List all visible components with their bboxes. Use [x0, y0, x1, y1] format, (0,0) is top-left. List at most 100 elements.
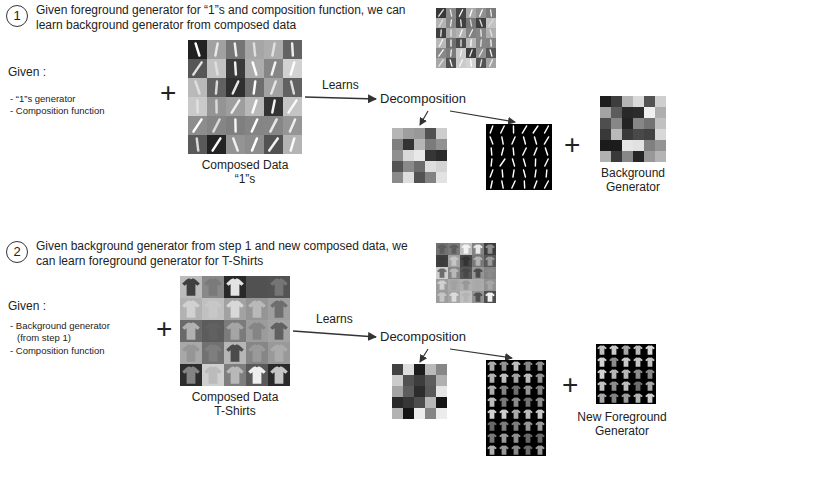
shirt-shape: [226, 344, 244, 362]
digit-stroke: [439, 10, 444, 16]
image-cell: [414, 150, 425, 161]
digit-stroke: [235, 43, 236, 55]
digit-stroke: [479, 50, 483, 56]
digit-stroke: [490, 60, 493, 66]
image-cell: [622, 118, 633, 129]
digit-stroke: [502, 137, 503, 144]
digit-stroke: [233, 138, 237, 150]
shirt-shape: [621, 381, 631, 391]
split-arrow: [450, 111, 515, 122]
digit-stroke: [252, 100, 256, 112]
image-cell: [600, 140, 611, 151]
shirt-shape: [621, 357, 631, 367]
shirt-shape: [597, 381, 607, 391]
digit-stroke: [545, 170, 547, 177]
image-cell: [466, 8, 476, 18]
shirt-shape: [499, 397, 509, 407]
digit-stroke: [232, 100, 240, 112]
image-cell: [264, 59, 283, 78]
shirt-shape: [461, 292, 471, 302]
shirt-shape: [499, 361, 509, 371]
shirt-shape: [449, 280, 459, 290]
image-cell: [534, 384, 546, 396]
shirt-shape: [487, 445, 497, 455]
image-cell: [622, 140, 633, 151]
shirt-shape: [645, 345, 655, 355]
image-cell: [600, 151, 611, 162]
image-cell: [414, 139, 425, 150]
shirt-shape: [449, 268, 459, 278]
image-cell: [207, 135, 226, 154]
image-cell: [644, 118, 655, 129]
image-cell: [446, 18, 456, 28]
shirt-shape: [226, 278, 244, 296]
image-cell: [425, 139, 436, 150]
image-cell: [655, 140, 666, 151]
image-cell: [633, 118, 644, 129]
image-cell: [436, 243, 448, 255]
shirt-shape: [204, 322, 222, 340]
shirt-shape: [437, 244, 447, 254]
image-cell: [608, 368, 620, 380]
digit-stroke: [439, 60, 443, 66]
digit-stroke: [545, 126, 549, 133]
shirt-shape: [499, 445, 509, 455]
image-cell: [425, 172, 436, 183]
digit-stroke: [450, 10, 451, 16]
digit-stroke: [535, 159, 537, 166]
shirt-shape: [645, 381, 655, 391]
shirt-shape: [597, 369, 607, 379]
image-cell: [644, 107, 655, 118]
image-cell: [436, 28, 446, 38]
image-cell: [622, 151, 633, 162]
image-cell: [600, 96, 611, 107]
digit-stroke: [196, 100, 199, 112]
shirt-shape: [182, 344, 200, 362]
shirt-shape: [226, 366, 244, 384]
image-cell: [246, 298, 268, 320]
image-cell: [484, 243, 496, 255]
image-cell: [596, 380, 608, 392]
shirt-shape: [270, 278, 288, 296]
digit-stroke: [524, 137, 526, 144]
image-cell: [180, 342, 202, 364]
image-cell: [268, 364, 290, 386]
shirt-shape: [511, 385, 521, 395]
digit-stroke: [501, 126, 504, 133]
image-cell: [202, 342, 224, 364]
image-cell: [519, 157, 530, 168]
image-cell: [632, 380, 644, 392]
image-cell: [644, 96, 655, 107]
given-item: - “1”s generator: [10, 93, 75, 105]
image-cell: [472, 243, 484, 255]
digit-stroke: [271, 81, 275, 93]
image-cell: [530, 157, 541, 168]
image-cell: [596, 344, 608, 356]
node-text: New Foreground Generator: [572, 410, 672, 438]
shirt-shape: [523, 409, 533, 419]
shirt-shape: [523, 445, 533, 455]
image-cell: [246, 320, 268, 342]
digit-stroke: [272, 100, 274, 112]
shirt-shape: [485, 244, 495, 254]
shirt-shape: [633, 345, 643, 355]
image-cell: [633, 107, 644, 118]
image-cell: [403, 150, 414, 161]
image-cell: [283, 78, 302, 97]
digit-stroke: [490, 126, 493, 133]
image-cell: [446, 28, 456, 38]
decomposition-label-box: Decomposition: [380, 330, 466, 344]
image-cell: [655, 118, 666, 129]
shirt-shape: [485, 280, 495, 290]
shirt-shape: [597, 345, 607, 355]
digit-stroke: [480, 40, 482, 46]
image-cell: [392, 172, 403, 183]
image-cell: [403, 408, 414, 419]
image-cell: [283, 40, 302, 59]
image-cell: [644, 140, 655, 151]
step-number-circle: 2: [6, 241, 28, 263]
image-cell: [522, 432, 534, 444]
image-cell: [484, 267, 496, 279]
image-cell: [456, 48, 466, 58]
digit-stroke: [524, 170, 526, 177]
